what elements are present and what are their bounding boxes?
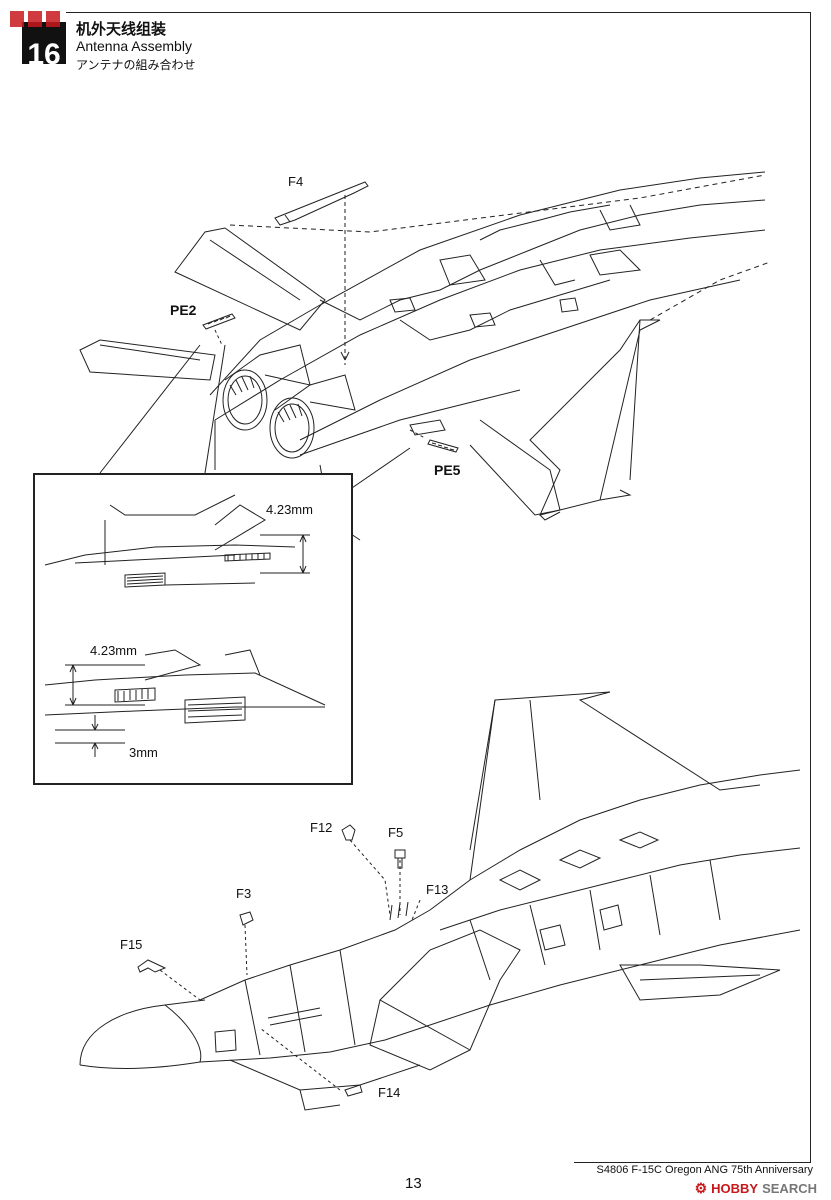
label-f5: F5 [388, 825, 404, 840]
step-title-chinese: 机外天线组装 [76, 20, 167, 38]
part-f15 [137, 959, 167, 973]
footer-model-title: S4806 F-15C Oregon ANG 75th Anniversary [596, 1164, 813, 1176]
site-watermark: ⚙ HOBBY SEARCH [695, 1180, 817, 1197]
gear-icon: ⚙ [694, 1180, 708, 1196]
inset-dimension-bottom-a: 4.23mm [90, 643, 137, 658]
part-f5 [394, 849, 406, 869]
upper-aircraft-drawing [79, 171, 771, 541]
label-f13: F13 [426, 882, 449, 897]
site-logo-icon [10, 11, 60, 27]
part-pe2 [202, 313, 236, 346]
label-f4: F4 [288, 174, 304, 189]
inset-dimension-top: 4.23mm [266, 502, 313, 517]
site-name-red: HOBBY [711, 1181, 759, 1196]
part-f14 [344, 1084, 363, 1097]
step-title-english: Antenna Assembly [76, 38, 192, 54]
label-f12: F12 [310, 820, 333, 835]
label-f15: F15 [120, 937, 143, 952]
part-f3 [239, 911, 254, 926]
label-f3: F3 [236, 886, 252, 901]
part-f4-antenna [274, 181, 369, 365]
frame-bottom-line [574, 1162, 811, 1163]
label-f14: F14 [378, 1085, 401, 1100]
step-title-japanese: アンテナの組み合わせ [76, 58, 196, 72]
inset-dimension-bottom-b: 3mm [129, 745, 158, 760]
site-name-gray: SEARCH [762, 1181, 817, 1196]
label-pe2: PE2 [170, 302, 197, 318]
part-pe5 [409, 429, 459, 453]
lower-aircraft-drawing [79, 691, 801, 1111]
part-f12 [341, 824, 356, 841]
frame-top-line [66, 12, 811, 13]
frame-right-line [810, 12, 811, 1162]
page-number: 13 [405, 1175, 422, 1192]
step-number-badge: 16 [22, 22, 66, 70]
label-pe5: PE5 [434, 462, 461, 478]
detail-inset: 4.23mm 4.23mm 3mm [33, 473, 353, 785]
inset-drawing [44, 494, 326, 757]
